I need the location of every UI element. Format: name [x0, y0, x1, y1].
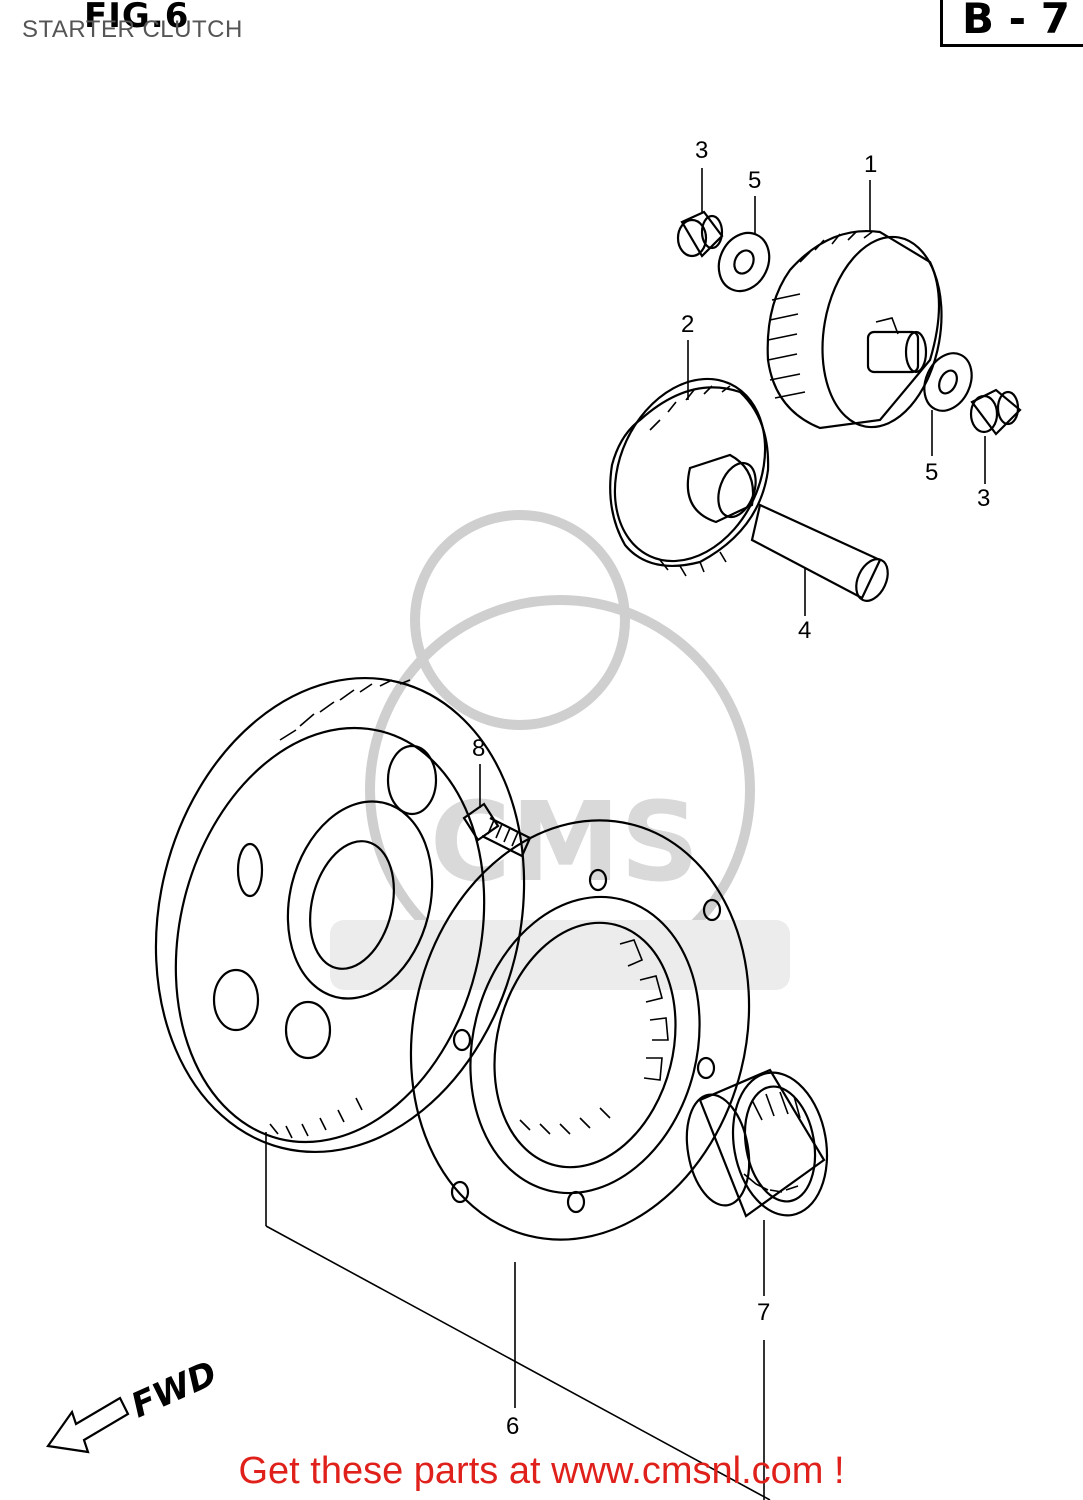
part-2-idle-gear	[609, 377, 770, 577]
callout-3-lower: 3	[977, 485, 990, 512]
callout-7: 7	[757, 1299, 770, 1326]
callout-8: 8	[472, 735, 485, 762]
part-5-washer-lower	[923, 352, 973, 412]
watermark-text: CMS	[430, 778, 699, 906]
callout-3-upper: 3	[695, 137, 708, 164]
part-7-needle-bearing	[685, 1068, 829, 1218]
part-1-clutch-assembly	[766, 230, 943, 430]
part-6-driven-gear	[154, 676, 526, 1154]
forward-direction-indicator: FWD	[46, 1353, 223, 1454]
callout-1: 1	[864, 151, 877, 178]
figure-label: FIG.6	[84, 0, 190, 36]
part-3-bushing-upper	[676, 210, 724, 258]
section-code: B - 7	[962, 0, 1070, 43]
leader-lines	[265, 168, 986, 1500]
diagram-subtitle: STARTER CLUTCH	[22, 16, 243, 43]
reference-numbers: 3 5 1 2 5 3 4 8 7 6	[472, 137, 990, 1440]
part-3-bushing-lower	[969, 388, 1022, 436]
callout-2: 2	[681, 311, 694, 338]
callout-6: 6	[506, 1413, 519, 1440]
section-code-frame	[940, 0, 1083, 47]
forward-label: FWD	[125, 1353, 223, 1426]
part-6-clutch-plate	[409, 819, 751, 1241]
part-4-shaft	[750, 503, 889, 602]
forward-arrow-icon	[46, 1396, 130, 1454]
callout-4: 4	[798, 617, 811, 644]
footer-promo-link[interactable]: Get these parts at www.cmsnl.com !	[238, 1450, 845, 1492]
callout-5-upper: 5	[748, 167, 761, 194]
callout-5-lower: 5	[925, 459, 938, 486]
part-5-washer-upper	[717, 231, 771, 293]
